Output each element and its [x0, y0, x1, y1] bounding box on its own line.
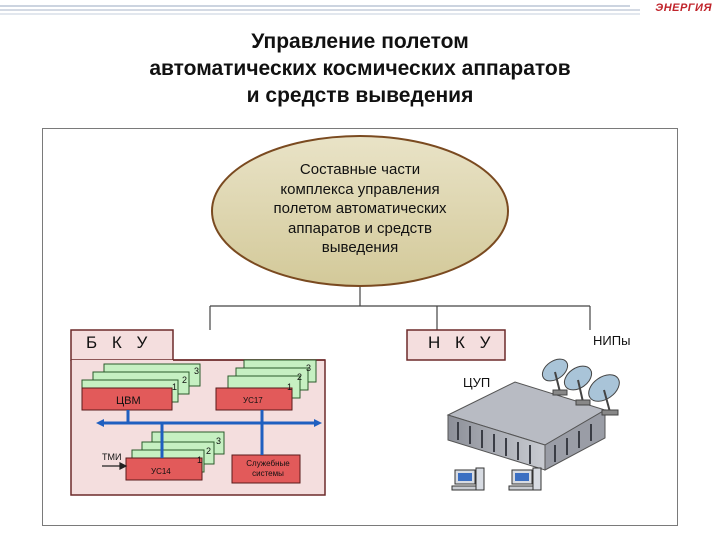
service-systems-block — [231, 454, 301, 484]
us17-stack-number: 3 — [306, 363, 312, 373]
nku-label: Н К У — [428, 333, 496, 352]
us17-stack-number: 1 — [287, 382, 293, 392]
title-line-3: и средств выведения — [246, 84, 474, 107]
root-node-line: выведения — [321, 239, 399, 256]
tree-connectors — [209, 283, 591, 330]
tmi-label: ТМИ — [102, 452, 122, 462]
satellite-dish-icon-3 — [588, 374, 620, 416]
tsvm-stack-number: 2 — [182, 375, 188, 385]
us14-stack-number: 3 — [216, 436, 222, 446]
nipy-label: НИПы — [593, 333, 631, 348]
page-title: Управление полетом автоматических космич… — [40, 28, 680, 109]
root-node-line: полетом автоматических — [273, 200, 447, 217]
tmi-arrow — [102, 462, 128, 470]
us14-stack-number: 2 — [206, 446, 212, 456]
header-bar: ЭНЕРГИЯ — [0, 0, 720, 22]
us14-stack-number: 1 — [197, 455, 203, 465]
workstation-right-icon — [508, 467, 542, 491]
tsvm-label: ЦВМ — [116, 395, 141, 407]
us14-block-stack — [125, 431, 225, 481]
data-bus — [100, 410, 318, 458]
root-node-ellipse — [211, 135, 509, 287]
satellite-dish-icon-2 — [563, 365, 593, 406]
control-center-building — [446, 381, 607, 471]
tsvm-stack-number: 3 — [194, 366, 200, 376]
title-line-2: автоматических космических аппаратов — [149, 57, 571, 80]
tsvm-block-stack — [81, 363, 201, 411]
root-node-text: Составные части комплекса управления пол… — [222, 160, 498, 258]
us17-stack-number: 2 — [297, 372, 303, 382]
satellite-dish-icon-1 — [541, 358, 569, 396]
service-systems-label: Служебные системы — [246, 459, 290, 478]
workstation-left-icon — [451, 467, 485, 491]
diagram-frame — [42, 128, 678, 526]
root-node-line: Составные части — [299, 161, 421, 178]
nku-panel — [406, 329, 506, 361]
root-node-line: комплекса управления — [280, 180, 440, 198]
bku-label: Б К У — [86, 333, 153, 352]
tsup-label: ЦУП — [463, 375, 491, 390]
us14-label: УС14 — [151, 467, 171, 476]
root-node-line: аппаратов и средств — [288, 219, 432, 237]
energia-logo: ЭНЕРГИЯ — [655, 2, 712, 14]
bus-arrowheads — [96, 419, 322, 427]
us17-label: УС17 — [243, 396, 263, 405]
header-stripe-lines — [0, 5, 640, 15]
header-stripes — [0, 5, 640, 15]
us17-block-stack — [215, 359, 317, 411]
title-line-1: Управление полетом — [251, 30, 469, 53]
tsvm-stack-number: 1 — [172, 382, 178, 392]
